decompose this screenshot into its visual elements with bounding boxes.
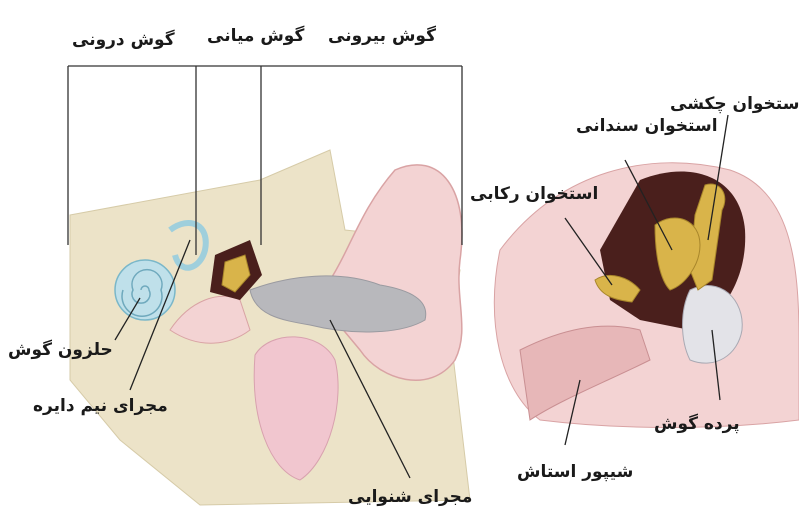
left-cross-section xyxy=(70,150,470,505)
label-eardrum: پرده گوش xyxy=(654,416,740,433)
label-eustachian-tube: شیپور استاش xyxy=(517,464,633,481)
label-cochlea: حلزون گوش xyxy=(8,342,113,359)
label-anvil: استخوان سندانی xyxy=(576,118,718,135)
label-outer-ear: گوش بیرونی xyxy=(328,28,436,45)
label-hammer: استخوان چکشی xyxy=(670,96,799,113)
label-inner-ear: گوش درونی xyxy=(72,32,175,49)
label-auditory-canal: مجرای شنوایی xyxy=(348,489,472,506)
label-middle-ear: گوش میانی xyxy=(207,28,304,45)
label-stirrup: استخوان رکابی xyxy=(470,186,598,203)
label-semicircular-canals: مجرای نیم دایره xyxy=(33,398,168,415)
